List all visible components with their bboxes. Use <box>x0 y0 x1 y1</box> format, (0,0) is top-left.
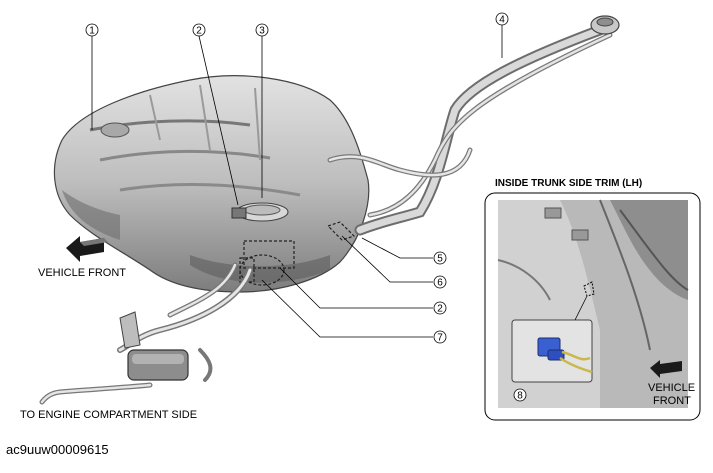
callout-3: 3 <box>255 23 269 37</box>
vehicle-front-label: VEHICLE FRONT <box>38 267 126 279</box>
inset-vehicle-front-line1: VEHICLE <box>648 382 695 394</box>
svg-text:2: 2 <box>437 304 443 315</box>
inset-vehicle-front-line2: FRONT <box>653 395 691 407</box>
charcoal-canister <box>119 311 189 381</box>
figure-code: ac9uuw00009615 <box>6 442 109 457</box>
callout-1: 1 <box>85 23 99 37</box>
callout-4: 4 <box>495 12 509 26</box>
svg-text:6: 6 <box>437 278 443 289</box>
svg-text:8: 8 <box>517 391 523 402</box>
vehicle-front-arrow <box>66 236 108 262</box>
engine-compartment-label: TO ENGINE COMPARTMENT SIDE <box>20 409 197 421</box>
svg-text:3: 3 <box>259 26 265 37</box>
svg-text:4: 4 <box>499 15 505 26</box>
inset-title: INSIDE TRUNK SIDE TRIM (LH) <box>495 178 642 189</box>
callout-6: 6 <box>433 275 447 289</box>
callout-7: 7 <box>433 330 447 344</box>
filler-pipe <box>327 15 620 236</box>
inset-vehicle-front-arrow <box>650 360 682 378</box>
fuel-tank <box>53 75 370 293</box>
callout-2-bottom: 2 <box>433 301 447 315</box>
svg-text:7: 7 <box>437 333 443 344</box>
fuel-lines <box>39 262 253 405</box>
callout-2-top: 2 <box>192 23 206 37</box>
callout-5: 5 <box>433 251 447 265</box>
fuel-pump-connector <box>537 337 593 374</box>
svg-text:5: 5 <box>437 254 443 265</box>
callout-8: 8 <box>513 388 527 402</box>
svg-text:1: 1 <box>89 26 95 37</box>
svg-text:2: 2 <box>196 26 202 37</box>
